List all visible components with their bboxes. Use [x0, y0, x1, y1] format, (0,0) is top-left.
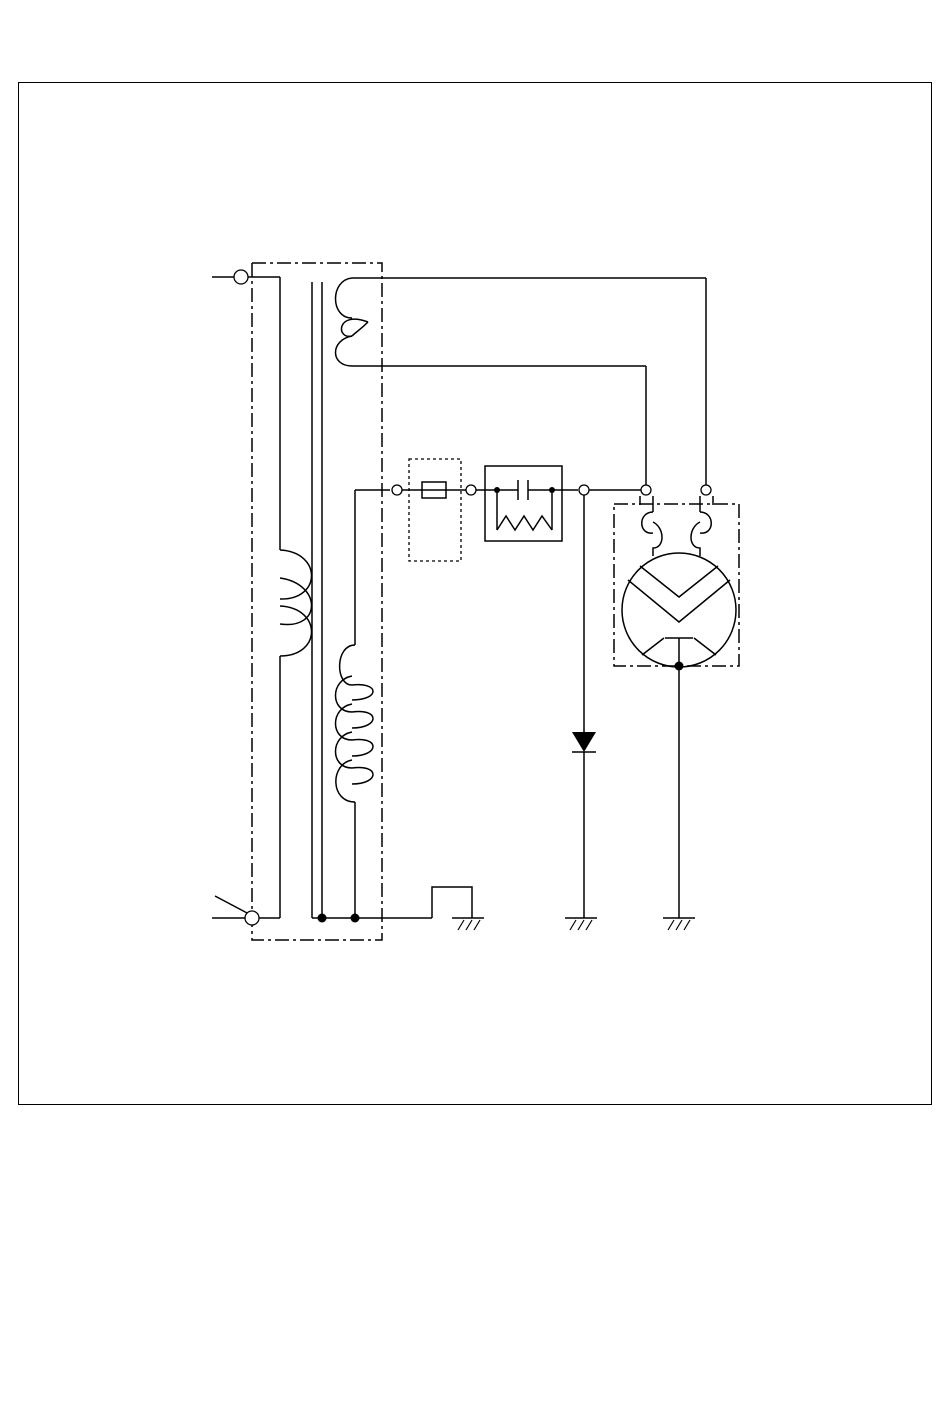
- filament-lead-b: [382, 366, 646, 485]
- terminal-node: [466, 485, 476, 495]
- tube-enclosure: [614, 504, 739, 666]
- vacuum-tube: [622, 553, 736, 667]
- terminal-node: [579, 485, 589, 495]
- chassis-ground-tube: [663, 918, 695, 930]
- transformer-filament-winding: [336, 278, 383, 366]
- fuse: [402, 482, 466, 498]
- transformer-core: [312, 282, 322, 918]
- chassis-ground-transformer: [452, 918, 484, 930]
- transformer-primary-winding: [280, 277, 312, 918]
- tube-pin-right[interactable]: [701, 485, 711, 495]
- filament-lead-a: [382, 278, 706, 485]
- terminal-node: [392, 485, 402, 495]
- rectifier-diode: [572, 495, 596, 918]
- transformer-bottom-bus: [312, 887, 472, 918]
- tube-heater-coils: [642, 512, 712, 556]
- fuse-enclosure: [409, 459, 461, 561]
- power-switch[interactable]: [212, 896, 280, 925]
- junction-node: [351, 914, 360, 923]
- junction-node: [318, 914, 327, 923]
- input-terminal-top[interactable]: [234, 270, 248, 284]
- chassis-ground-diode: [565, 918, 597, 930]
- tube-pin-left[interactable]: [641, 485, 651, 495]
- transformer-enclosure: [252, 263, 382, 940]
- transformer-high-voltage-winding: [336, 490, 383, 918]
